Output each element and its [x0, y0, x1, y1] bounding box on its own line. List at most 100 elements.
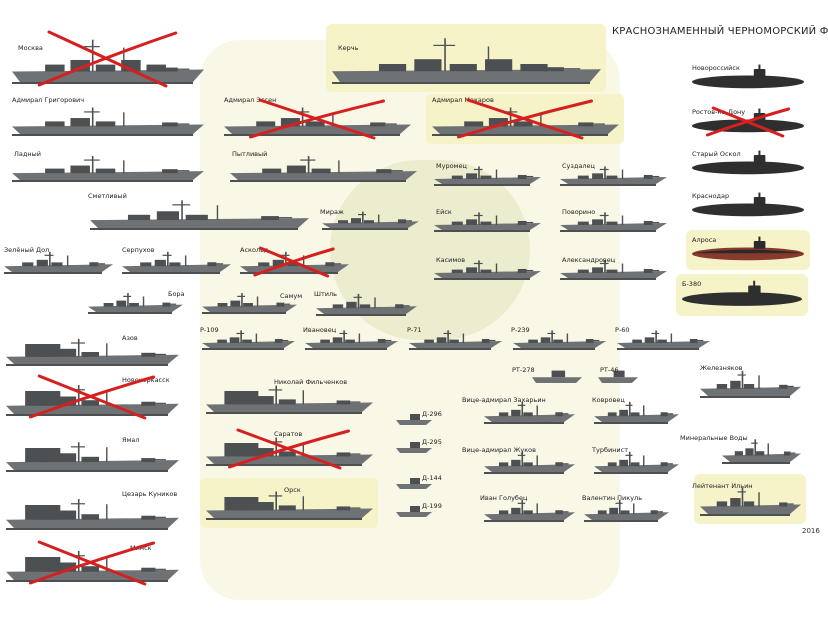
ship-label: Адмирал Макаров [432, 96, 494, 104]
ship-иван-голубец: Иван Голубец [480, 494, 576, 526]
ship-silhouette [316, 293, 417, 316]
ship-label: Железняков [700, 364, 743, 372]
ship-label: Р-71 [407, 326, 422, 334]
ship-label: Зелёный Дол [4, 246, 50, 254]
ship-silhouette [90, 200, 309, 230]
ship-label: Турбинист [592, 446, 629, 454]
ship-label: Адмирал Григорович [12, 96, 85, 104]
ship-silhouette [12, 156, 204, 182]
ship-label: Мираж [320, 208, 344, 216]
ship-бора: Бора [86, 288, 185, 318]
ship-silhouette [560, 212, 667, 232]
ship-д-296: Д-296 [394, 408, 442, 428]
ship-label: Иван Голубец [480, 494, 528, 502]
ship-label: Азов [122, 334, 138, 342]
ship-silhouette [206, 385, 373, 414]
ship-новочеркасск: Новочеркасск [4, 374, 180, 420]
ship-минеральные-воды: Минеральные Воды [680, 432, 802, 468]
year-label: 2016 [802, 527, 820, 535]
ship-silhouette [206, 491, 373, 520]
ship-рт-278: РТ-278 [512, 364, 584, 386]
ship-label: Вице-адмирал Захарьин [462, 396, 546, 404]
ship-аскольд: Аскольд [238, 246, 350, 278]
ship-железняков: Железняков [698, 362, 802, 402]
ship-цезарь-куников: Цезарь Куников [4, 488, 180, 534]
ship-silhouette [722, 439, 801, 464]
ship-silhouette [434, 260, 541, 280]
ship-алроса: Алроса [686, 230, 810, 270]
ship-silhouette [617, 330, 710, 350]
ship-д-199: Д-199 [394, 500, 442, 520]
ship-азов: Азов [4, 330, 180, 370]
ship-silhouette [560, 166, 667, 186]
ship-штиль: Штиль [314, 288, 418, 320]
ship-label: Алроса [692, 236, 717, 244]
ship-д-144: Д-144 [394, 472, 442, 492]
ship-ивановец: Ивановец [303, 326, 399, 354]
ship-label: Ладный [14, 150, 41, 158]
ship-silhouette [230, 156, 417, 182]
ship-silhouette [409, 330, 502, 350]
ship-silhouette [560, 260, 667, 280]
ship-label: Орск [284, 486, 301, 494]
ship-silhouette [6, 551, 179, 582]
ship-label: Вице-адмирал Жуков [462, 446, 536, 454]
ship-орск: Орск [200, 478, 378, 528]
ship-silhouette [202, 330, 295, 350]
ship-label: Штиль [314, 290, 337, 298]
ship-silhouette [484, 401, 575, 424]
ship-поворино: Поворино [558, 208, 668, 236]
ship-адмирал-макаров: Адмирал Макаров [426, 94, 624, 144]
ship-silhouette [682, 280, 802, 306]
ship-label: Москва [18, 44, 43, 52]
ship-label: Валентин Пикуль [582, 494, 643, 502]
ship-silhouette [532, 370, 582, 383]
ship-label: Д-295 [422, 438, 442, 446]
ship-суздалец: Суздалец [558, 162, 668, 190]
ship-label: Адмирал Эссен [224, 96, 277, 104]
ship-label: Бора [168, 290, 185, 298]
ship-silhouette [700, 487, 801, 516]
ship-silhouette [202, 293, 297, 314]
ship-label: Керчь [338, 44, 359, 52]
ship-николай-фильченков: Николай Фильченков [204, 376, 374, 418]
ship-silhouette [584, 499, 669, 522]
ship-label: Пытливый [232, 150, 268, 158]
ship-label: Старый Оскол [692, 150, 741, 158]
ship-silhouette [396, 506, 432, 517]
ship-label: Д-296 [422, 410, 442, 418]
ship-silhouette [700, 370, 801, 398]
ship-ковровец: Ковровец [592, 396, 680, 428]
ship-самум: Самум [200, 288, 302, 318]
ship-silhouette [6, 338, 179, 366]
ship-label: Р-60 [615, 326, 630, 334]
ship-silhouette [322, 211, 419, 230]
ship-новороссийск: Новороссийск [690, 62, 806, 94]
ship-вице-адмирал-захарьин: Вице-адмирал Захарьин [462, 396, 576, 428]
ship-р-60: Р-60 [615, 326, 711, 354]
ship-silhouette [692, 236, 804, 261]
ship-ямал: Ямал [4, 432, 180, 476]
ship-label: Б-380 [682, 280, 702, 288]
ship-silhouette [484, 451, 575, 474]
ship-зелёный-дол: Зелёный Дол [2, 246, 114, 278]
ship-сметливый: Сметливый [88, 190, 310, 234]
ship-label: Сметливый [88, 192, 127, 200]
ship-б-380: Б-380 [676, 274, 808, 316]
ship-silhouette [6, 442, 179, 472]
ship-silhouette [6, 499, 179, 530]
ship-старый-оскол: Старый Оскол [690, 148, 806, 180]
ship-label: Самум [280, 292, 303, 300]
ship-silhouette [434, 212, 541, 232]
ship-silhouette [594, 401, 679, 424]
ship-label: Минеральные Воды [680, 434, 748, 442]
ship-label: Аскольд [240, 246, 269, 254]
ship-label: Краснодар [692, 192, 730, 200]
ship-лейтенант-ильин: Лейтенант Ильин [692, 474, 806, 524]
ship-silhouette [396, 442, 432, 453]
ship-label: Ростов-на-Дону [692, 108, 746, 116]
ship-вице-адмирал-жуков: Вице-адмирал Жуков [462, 446, 576, 478]
ship-silhouette [305, 330, 398, 350]
ship-label: Серпухов [122, 246, 155, 254]
